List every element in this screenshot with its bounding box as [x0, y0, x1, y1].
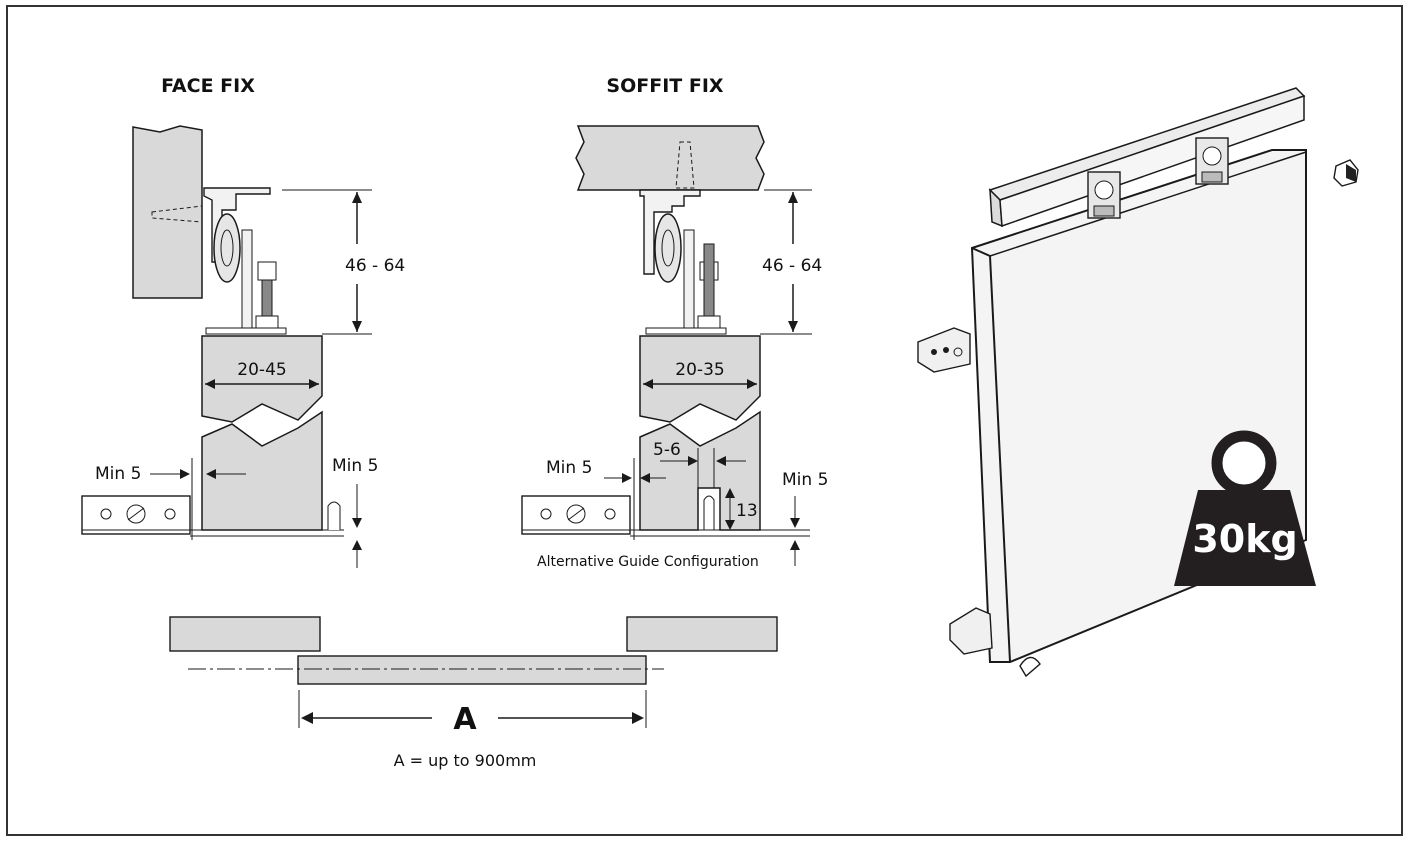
- soffit-bolt-base: [697, 315, 721, 329]
- soffit-door-upper: [639, 335, 761, 423]
- face-door-lower: [201, 410, 323, 531]
- end-stop-cap-rubber: [1346, 164, 1356, 182]
- face-top-plate: [205, 327, 287, 335]
- face-thickness-label: 20-45: [237, 360, 286, 380]
- face-floor-guide: [81, 495, 191, 535]
- soffit-min-left-label: Min 5: [546, 458, 592, 478]
- soffit-bolt-thread: [703, 243, 715, 317]
- fixed-panel-left: [169, 616, 321, 652]
- face-height-label: 46 - 64: [345, 256, 405, 276]
- soffit-min-right-head-2: [790, 540, 800, 550]
- soffit-guide-screw-slot: [567, 507, 585, 521]
- top-track-face: [999, 94, 1305, 228]
- face-wheel-hub: [220, 229, 234, 267]
- hanger-right-wheel: [1202, 146, 1222, 166]
- wall-bracket-hole-1: [931, 349, 937, 355]
- hanger-left-nut: [1093, 205, 1115, 217]
- wall-bracket-hole-2: [943, 347, 949, 353]
- face-bolt-base: [255, 315, 279, 329]
- face-guide-hole-left: [100, 508, 112, 520]
- soffit-guide-screw: [566, 504, 586, 524]
- soffit-gap-label: 5-6: [653, 440, 681, 460]
- wall-plug: [151, 205, 203, 223]
- floor-guide-pin-3d: [1019, 656, 1041, 678]
- face-min-right-head-2: [352, 540, 362, 550]
- sliding-door-plan: [297, 655, 647, 685]
- ceiling-section: [575, 125, 765, 191]
- soffit-guide-hole-left: [540, 508, 552, 520]
- hanger-left-wheel: [1094, 180, 1114, 200]
- face-min-left-label: Min 5: [95, 464, 141, 484]
- face-hanger-plate: [241, 229, 253, 331]
- overlap-letter: A: [453, 702, 477, 737]
- face-guide-screw-slot: [127, 507, 145, 521]
- face-guide-screw: [126, 504, 146, 524]
- page-border: [6, 5, 1403, 836]
- face-min-right-label: Min 5: [332, 456, 378, 476]
- soffit-min-right-head: [790, 518, 800, 528]
- soffit-gap-head-2: [716, 456, 726, 466]
- face-bolt-thread: [261, 279, 273, 317]
- face-bolt-nut: [257, 261, 277, 281]
- wall-bracket-hole-3: [953, 347, 963, 357]
- soffit-min-left-head: [622, 473, 632, 483]
- soffit-min-right-label: Min 5: [782, 470, 828, 490]
- soffit-wheel-hub: [661, 229, 675, 267]
- soffit-top-plate: [645, 327, 727, 335]
- soffit-depth-label: 13: [736, 501, 758, 521]
- soffit-gap-head: [688, 456, 698, 466]
- weight-handle: [1211, 430, 1277, 496]
- face-fix-title: FACE FIX: [161, 75, 255, 97]
- soffit-fix-title: SOFFIT FIX: [606, 75, 723, 97]
- face-wheel: [213, 213, 241, 283]
- face-guide-pin: [327, 501, 341, 530]
- floor-guide-3d: [949, 607, 993, 655]
- hanger-right-nut: [1201, 171, 1223, 183]
- door-top-edge: [989, 151, 1307, 257]
- soffit-thickness-label: 20-35: [675, 360, 724, 380]
- overlap-caption: A = up to 900mm: [394, 751, 537, 770]
- face-door-upper: [201, 335, 323, 423]
- face-guide-hole-right: [164, 508, 176, 520]
- weight-label: 30kg: [1192, 517, 1297, 561]
- overlap-plan-diagram: A A = up to 900mm: [169, 616, 778, 770]
- door-assembly-illustration: 30kg: [917, 87, 1359, 678]
- soffit-caption: Alternative Guide Configuration: [537, 554, 759, 570]
- face-min-left-head: [180, 469, 190, 479]
- soffit-guide-hole-right: [604, 508, 616, 520]
- wall-section: [132, 125, 203, 299]
- soffit-depth-heads: [725, 488, 735, 530]
- soffit-floor-guide: [521, 495, 631, 535]
- face-fix-diagram: FACE FIX 20-45 46 - 64: [81, 75, 405, 568]
- soffit-fix-diagram: SOFFIT FIX 20-35 46 - 64 5-6: [521, 75, 828, 570]
- fixed-panel-right: [626, 616, 778, 652]
- soffit-wheel: [654, 213, 682, 283]
- weight-icon: [1174, 490, 1316, 586]
- face-min-right-head: [352, 518, 362, 528]
- ceiling-plug: [675, 141, 695, 189]
- soffit-guide-pin: [703, 495, 715, 530]
- soffit-track-profile: [639, 189, 701, 275]
- soffit-min-left-head-2: [640, 473, 650, 483]
- face-min-left-head-2: [206, 469, 216, 479]
- soffit-hanger-plate: [683, 229, 695, 331]
- soffit-height-label: 46 - 64: [762, 256, 822, 276]
